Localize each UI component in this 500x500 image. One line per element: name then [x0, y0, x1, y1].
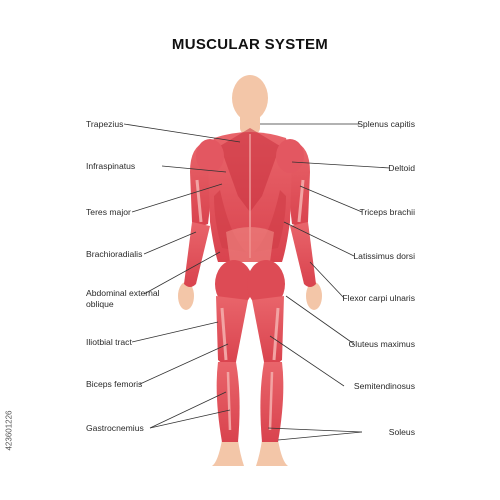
label-biceps-femoris: Biceps femoris	[86, 379, 143, 389]
label-soleus: Soleus	[388, 427, 415, 437]
label-gastrocnemius: Gastrocnemius	[86, 423, 144, 433]
leader-infraspinatus	[161, 165, 227, 173]
label-brachioradialis: Brachioradialis	[86, 249, 143, 259]
head	[232, 75, 268, 121]
left-foot	[212, 440, 244, 466]
label-oblique: oblique	[86, 299, 114, 309]
leader-soleus-a	[277, 431, 363, 441]
left-gluteus	[215, 260, 253, 308]
left-deltoid	[196, 139, 224, 173]
leader-gluteus	[285, 295, 355, 345]
leader-abdominal-oblique	[143, 251, 221, 295]
leader-biceps-femoris	[139, 343, 229, 385]
leader-gastrocnemius-b	[149, 409, 231, 429]
label-triceps-brachii: Triceps brachii	[359, 207, 415, 217]
label-semitendinosus: Semitendinosus	[353, 381, 415, 391]
leader-semitendinosus	[269, 335, 345, 387]
right-thigh	[252, 296, 284, 365]
label-deltoid: Deltoid	[388, 163, 415, 173]
label-teres-major: Teres major	[86, 207, 131, 217]
label-iliotibial-tract: Iliotbial tract	[86, 337, 132, 347]
leader-triceps	[299, 185, 363, 213]
stock-id-watermark: 423601226	[3, 378, 15, 488]
label-gluteus-maximus: Gluteus maximus	[348, 339, 415, 349]
right-deltoid	[276, 139, 304, 173]
label-abdominal-external: Abdominal external	[86, 288, 160, 298]
right-gluteus	[247, 260, 285, 308]
leader-iliotibial	[131, 321, 219, 343]
label-splenus-capitis: Splenus capitis	[357, 119, 415, 129]
diagram-title: MUSCULAR SYSTEM	[171, 36, 329, 53]
right-forearm	[290, 222, 316, 287]
right-hand	[306, 282, 322, 310]
label-flexor-carpi-ulnaris: Flexor carpi ulnaris	[342, 293, 415, 303]
leader-brachioradialis	[143, 231, 197, 255]
stock-id-text: 423601226	[4, 410, 14, 451]
leader-soleus-b	[267, 427, 363, 433]
left-thigh	[216, 296, 248, 365]
label-latissimus-dorsi: Latissimus dorsi	[353, 251, 415, 261]
leader-deltoid	[291, 161, 391, 169]
leader-trapezius	[123, 123, 241, 143]
leader-gastrocnemius-a	[149, 391, 227, 429]
left-hand	[178, 282, 194, 310]
right-foot	[256, 440, 288, 466]
left-forearm	[184, 222, 210, 287]
neck	[240, 112, 260, 134]
label-trapezius: Trapezius	[86, 119, 124, 129]
leader-teres-major	[131, 183, 223, 213]
label-infraspinatus: Infraspinatus	[86, 161, 136, 171]
leader-latissimus	[283, 221, 355, 257]
leader-lines	[123, 123, 391, 441]
leader-flexor	[309, 261, 345, 299]
